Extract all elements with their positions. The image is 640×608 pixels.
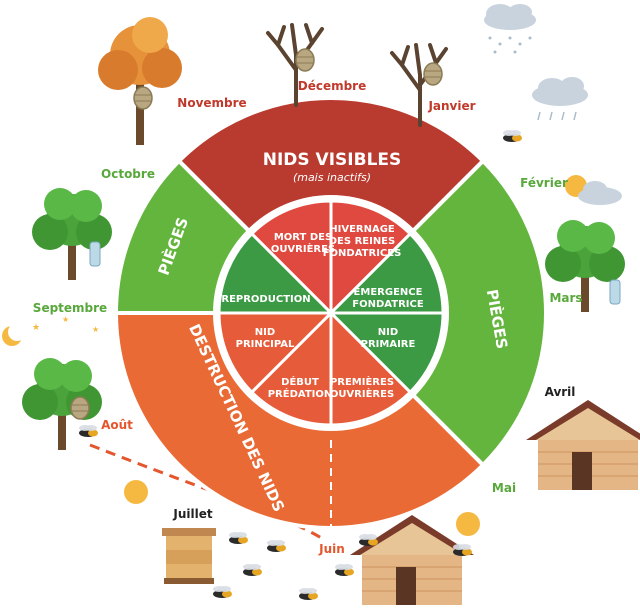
month-octobre: Octobre	[101, 167, 155, 181]
month-janvier: Janvier	[427, 99, 475, 113]
svg-text:★: ★	[32, 323, 40, 333]
cloud-icon	[484, 4, 536, 30]
star-icon: ★ ★ ★	[32, 315, 99, 334]
hornet-nest-icon	[133, 86, 153, 110]
cloud-icon	[532, 77, 588, 106]
month-mai: Mai	[492, 481, 516, 495]
bee-house-icon	[349, 514, 475, 606]
svg-text:★: ★	[62, 315, 69, 324]
hornet-icon	[213, 586, 232, 598]
inner-segment-6	[217, 311, 335, 395]
snow-icon	[488, 36, 532, 54]
inner-segment-1	[329, 199, 413, 317]
hornet-nest-icon	[295, 48, 315, 72]
label-nids-visibles: NIDS VISIBLES	[263, 150, 402, 170]
trap-icon	[609, 279, 621, 305]
inner-segment-0	[249, 199, 333, 317]
rain-icon	[537, 111, 577, 121]
hornet-icon	[335, 564, 354, 576]
bee-house-icon	[525, 399, 640, 491]
inner-segment-5	[249, 309, 333, 427]
month-novembre: Novembre	[177, 96, 246, 110]
hornet-nest-icon	[70, 396, 90, 420]
month-juillet: Juillet	[172, 507, 212, 521]
sun-icon	[456, 512, 480, 536]
inner-label-7: REPRODUCTION	[221, 294, 310, 305]
inner-segment-7	[217, 231, 335, 315]
hornet-icon	[359, 534, 378, 546]
cloud-icon	[578, 181, 622, 205]
inner-segment-4	[329, 309, 413, 427]
hornet-icon	[243, 564, 262, 576]
beehive-icon	[162, 528, 216, 584]
month-mars: Mars	[549, 291, 582, 305]
month-decembre: Décembre	[298, 79, 367, 93]
svg-text:★: ★	[92, 325, 99, 334]
hornet-icon	[299, 588, 318, 600]
hornet-nest-icon	[423, 62, 443, 86]
hornet-icon	[503, 130, 522, 142]
inner-ring	[217, 199, 445, 427]
moon-icon	[2, 323, 26, 346]
hornet-icon	[229, 532, 248, 544]
hornet-icon	[453, 544, 472, 556]
month-avril: Avril	[545, 385, 576, 399]
month-aout: Août	[101, 418, 133, 432]
month-fevrier: Février	[520, 176, 568, 190]
sun-icon	[124, 480, 148, 504]
tree-icon	[32, 188, 112, 280]
month-septembre: Septembre	[33, 301, 107, 315]
inner-segment-2	[327, 231, 445, 315]
tree-icon	[266, 23, 324, 107]
hornet-icon	[79, 425, 98, 437]
inner-segment-3	[327, 311, 445, 395]
label-mais-inactifs: (mais inactifs)	[293, 171, 371, 184]
month-juin: Juin	[318, 542, 345, 556]
tree-icon	[98, 17, 182, 145]
trap-icon	[89, 241, 101, 267]
hornet-icon	[267, 540, 286, 552]
